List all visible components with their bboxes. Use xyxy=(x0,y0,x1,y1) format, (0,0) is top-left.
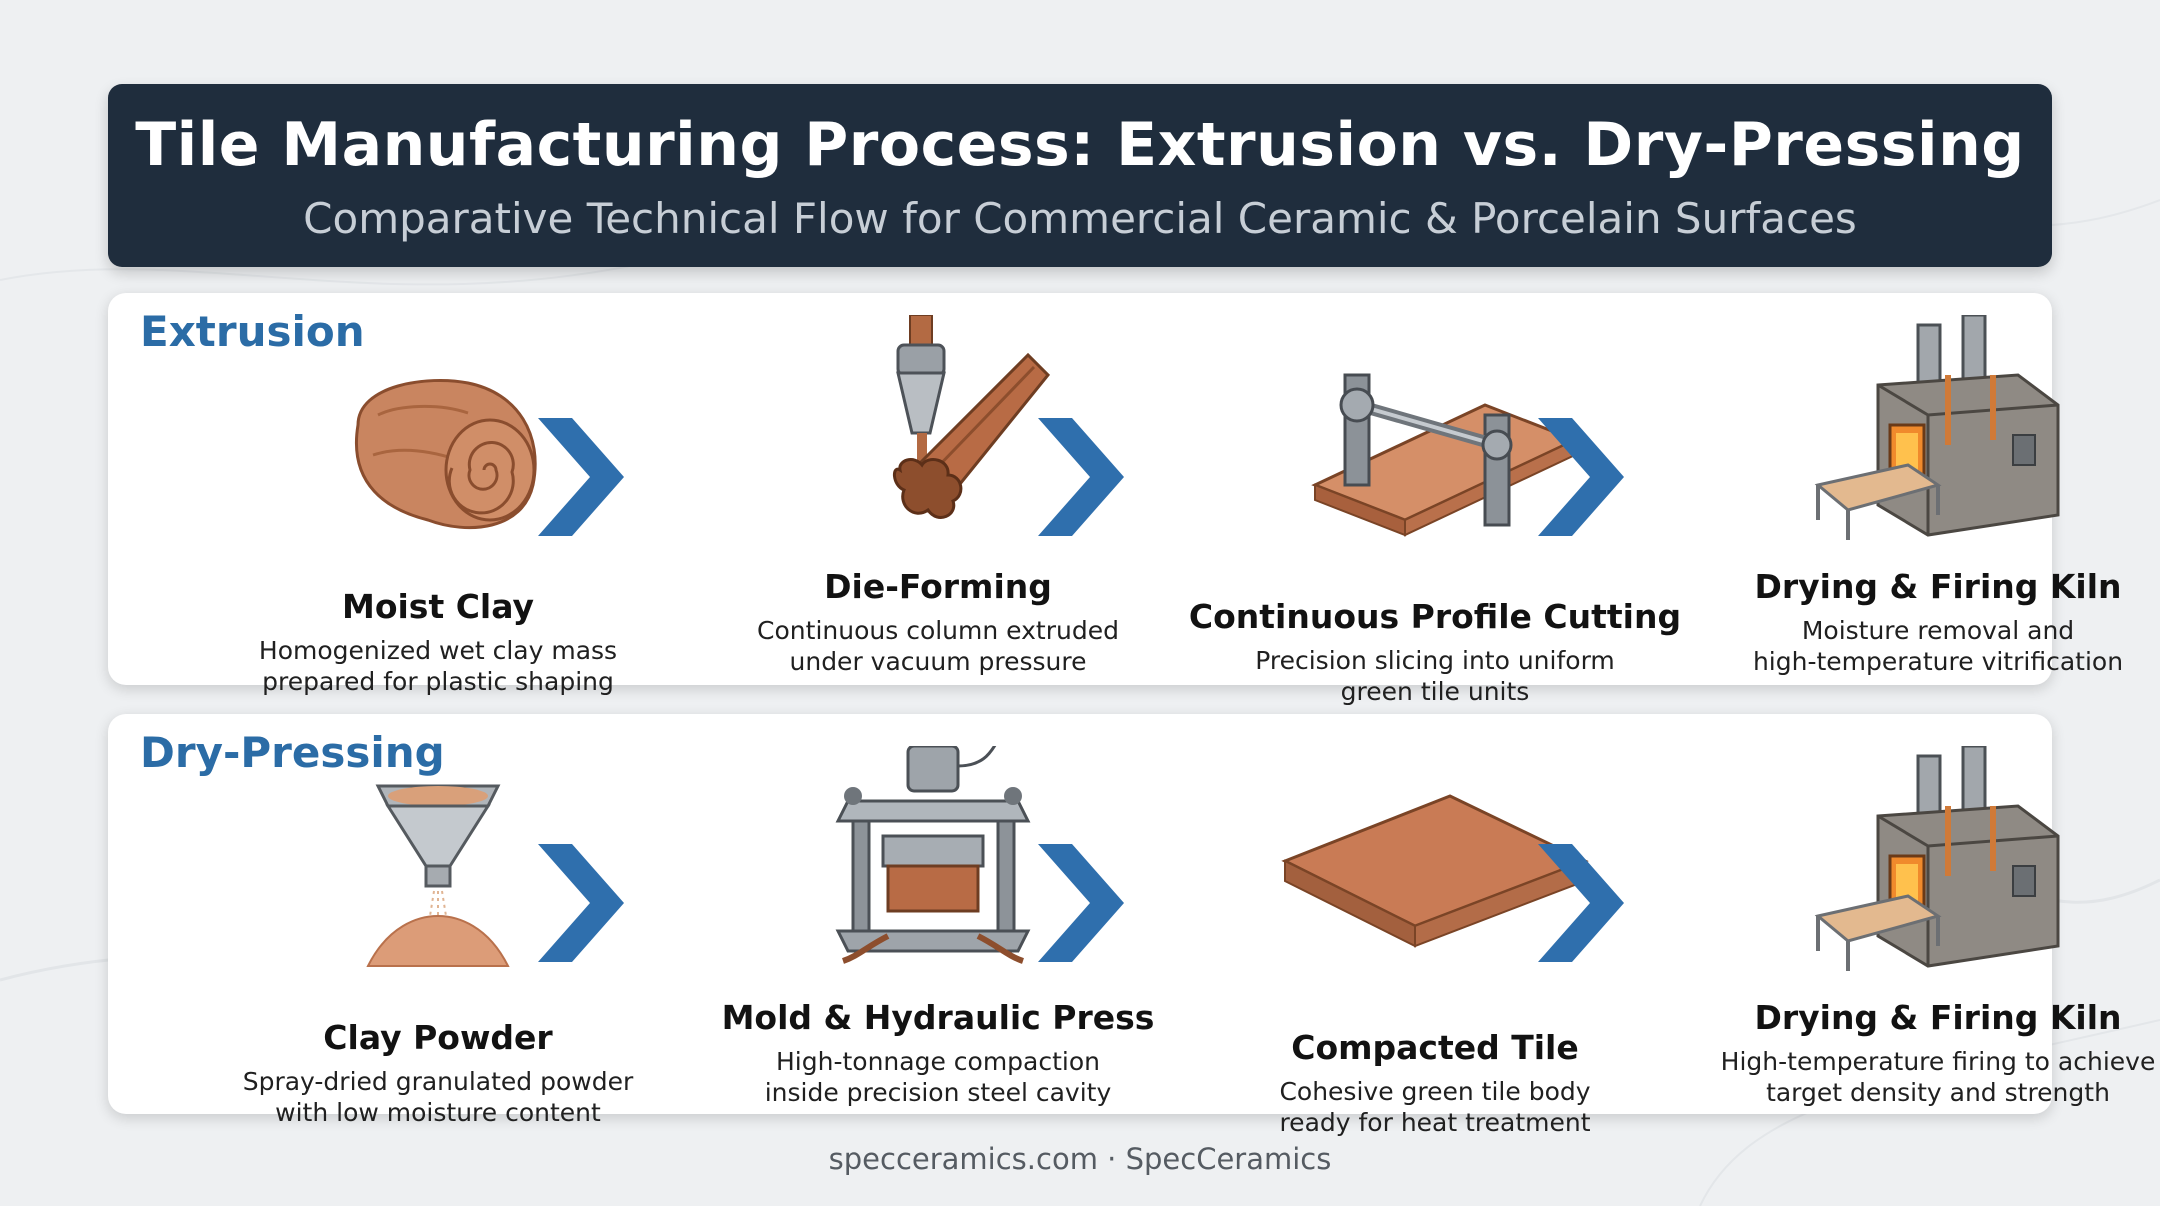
chevron-right-icon xyxy=(1038,418,1124,536)
step-desc-line1: High-tonnage compaction xyxy=(776,1047,1100,1076)
step-desc-line1: High-temperature firing to achieve xyxy=(1720,1047,2156,1076)
footer-credit: specceramics.com · SpecCeramics xyxy=(828,1142,1332,1176)
step-desc-line2: inside precision steel cavity xyxy=(764,1078,1112,1107)
chevron-right-icon xyxy=(538,418,624,536)
kiln-icon xyxy=(1814,746,2060,971)
step-name: Continuous Profile Cutting xyxy=(1188,597,1682,636)
step-desc-line1: Precision slicing into uniform xyxy=(1255,646,1615,675)
step-desc-line1: Cohesive green tile body xyxy=(1279,1077,1591,1106)
step-name: Drying & Firing Kiln xyxy=(1754,567,2122,606)
dry-pressing-panel: Dry-Pressing Clay Powder Spray-dried gra… xyxy=(108,714,2155,1137)
dry-pressing-title: Dry-Pressing xyxy=(140,728,445,777)
step-description: Moisture removal and high-temperature vi… xyxy=(1668,615,2160,677)
step-description: Homogenized wet clay mass prepared for p… xyxy=(168,635,708,697)
extrusion-title: Extrusion xyxy=(140,307,365,356)
step-desc-line2: ready for heat treatment xyxy=(1279,1108,1591,1137)
step-name: Clay Powder xyxy=(323,1018,553,1057)
step-desc-line2: under vacuum pressure xyxy=(789,647,1087,676)
step-desc-line1: Spray-dried granulated powder xyxy=(242,1067,634,1096)
step-name: Moist Clay xyxy=(341,587,535,626)
step-name: Mold & Hydraulic Press xyxy=(721,998,1155,1037)
step-desc-line1: Homogenized wet clay mass xyxy=(258,636,618,665)
powder-hopper-icon xyxy=(366,784,510,967)
page-title: Tile Manufacturing Process: Extrusion vs… xyxy=(135,110,2025,180)
step-desc-line2: prepared for plastic shaping xyxy=(262,667,614,696)
step-description: Spray-dried granulated powder with low m… xyxy=(168,1066,708,1128)
kiln-icon xyxy=(1814,315,2060,540)
step-name: Drying & Firing Kiln xyxy=(1754,998,2122,1037)
clay-roll-icon xyxy=(355,378,537,530)
extrusion-panel: Extrusion Moist Clay Homogenized wet cla… xyxy=(108,293,2123,706)
step-desc-line2: green tile units xyxy=(1340,677,1530,706)
chevron-right-icon xyxy=(1038,844,1124,962)
hydraulic-press-icon xyxy=(835,746,1031,964)
step-desc-line2: target density and strength xyxy=(1766,1078,2110,1107)
chevron-right-icon xyxy=(538,844,624,962)
chevron-right-icon xyxy=(1538,418,1624,536)
step-description: High-tonnage compaction inside precision… xyxy=(668,1046,1208,1108)
step-desc-line1: Moisture removal and xyxy=(1801,616,2075,645)
step-description: Cohesive green tile body ready for heat … xyxy=(1165,1076,1705,1138)
step-desc-line2: with low moisture content xyxy=(275,1098,601,1127)
title-banner: Tile Manufacturing Process: Extrusion vs… xyxy=(108,84,2052,267)
step-description: Continuous column extruded under vacuum … xyxy=(668,615,1208,677)
step-description: Precision slicing into uniform green til… xyxy=(1165,645,1705,707)
step-desc-line2: high-temperature vitrification xyxy=(1752,647,2124,676)
extrusion-die-icon xyxy=(893,315,1051,519)
step-desc-line1: Continuous column extruded xyxy=(757,616,1119,645)
chevron-right-icon xyxy=(1538,844,1624,962)
page-subtitle: Comparative Technical Flow for Commercia… xyxy=(303,194,1857,243)
step-name: Compacted Tile xyxy=(1291,1028,1579,1067)
step-description: High-temperature firing to achieve targe… xyxy=(1668,1046,2160,1108)
step-name: Die-Forming xyxy=(824,567,1052,606)
tile-slab-icon xyxy=(1281,794,1589,948)
